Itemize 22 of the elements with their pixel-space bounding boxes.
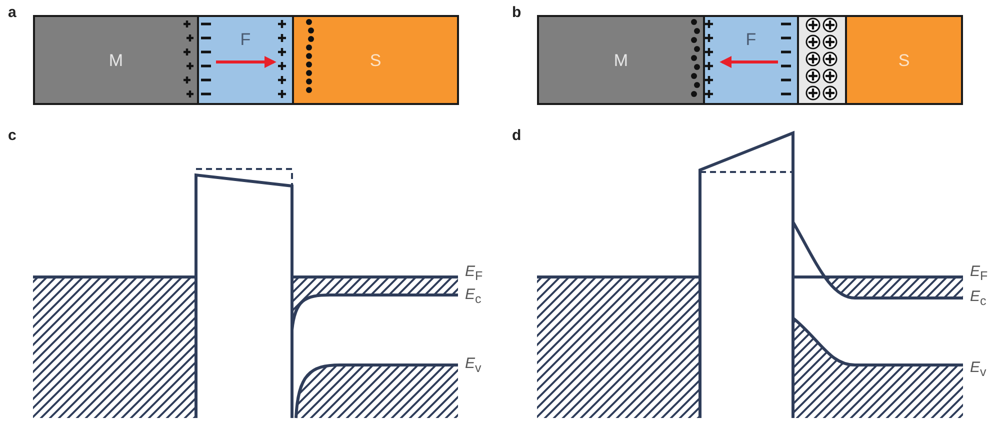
layer-label: M (108, 52, 124, 68)
layer-label: F (240, 31, 251, 48)
energy-level-label: E$_{v}$ (465, 356, 482, 374)
layer-box (33, 15, 199, 105)
layer-label: S (898, 52, 910, 68)
layer-label: F (746, 31, 756, 48)
panel-letter: b (512, 5, 522, 20)
energy-level-label: E$_{v}$ (970, 360, 986, 378)
panel-letter: a (8, 5, 16, 20)
layer-box (537, 15, 705, 105)
panel-letter: d (512, 128, 522, 143)
layer-box (845, 15, 963, 105)
layer-label: S (370, 52, 382, 68)
layer-box (703, 15, 799, 105)
energy-level-label: E$_{F}$ (970, 264, 988, 282)
panel-letter: c (8, 128, 16, 143)
energy-level-label: E$_{F}$ (465, 264, 483, 282)
layer-label: M (614, 52, 628, 68)
energy-level-label: E$_{c}$ (465, 287, 482, 306)
layer-box (197, 15, 294, 105)
layer-box (292, 15, 459, 105)
energy-level-label: E$_{c}$ (970, 289, 986, 308)
